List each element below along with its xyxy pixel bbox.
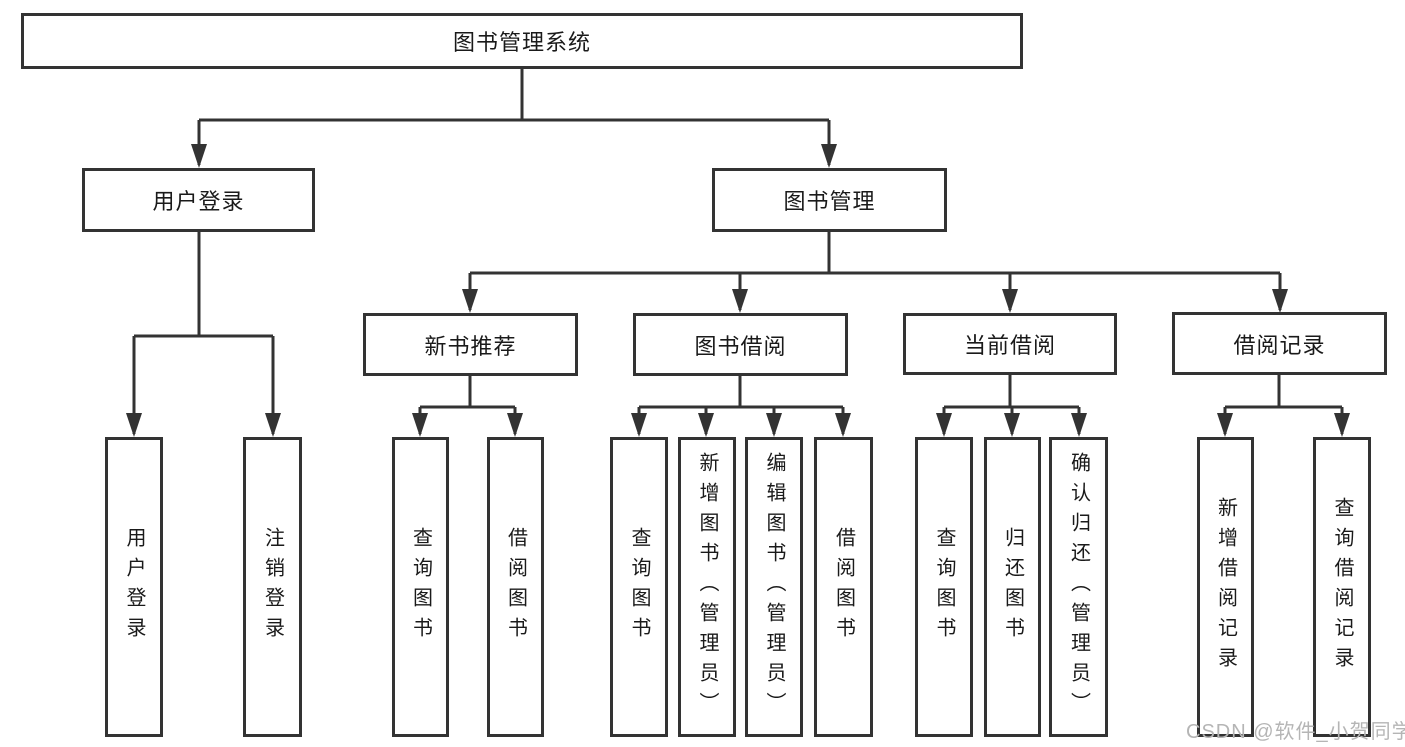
leaf-cb-query-books: 查询图书 [915, 437, 973, 737]
leaf-cb-confirm-return-admin-label: 确认归还（管理员） [1067, 452, 1090, 722]
leaf-cb-return-books-label: 归还图书 [1001, 527, 1024, 647]
leaf-br-query-borrow-record: 查询借阅记录 [1313, 437, 1371, 737]
leaf-nb-borrow-books: 借阅图书 [487, 437, 544, 737]
node-book-borrowing-label: 图书借阅 [694, 333, 787, 359]
node-new-book-recommend-label: 新书推荐 [424, 333, 517, 359]
leaf-user-login: 用户登录 [105, 437, 163, 737]
leaf-bb-query-books: 查询图书 [610, 437, 668, 737]
leaf-br-query-borrow-record-label: 查询借阅记录 [1331, 497, 1353, 677]
leaf-nb-borrow-books-label: 借阅图书 [504, 527, 527, 647]
node-root-label: 图书管理系统 [452, 30, 591, 55]
node-book-management-label: 图书管理 [783, 189, 876, 214]
leaf-nb-query-books-label: 查询图书 [409, 527, 432, 647]
leaf-bb-query-books-label: 查询图书 [628, 527, 650, 647]
node-root-system: 图书管理系统 [21, 13, 1023, 69]
leaf-user-login-label: 用户登录 [123, 527, 145, 647]
leaf-bb-borrow-books: 借阅图书 [814, 437, 873, 737]
node-user-login: 用户登录 [82, 168, 315, 232]
leaf-cb-return-books: 归还图书 [984, 437, 1041, 737]
node-book-borrowing: 图书借阅 [633, 313, 848, 376]
watermark: CSDN @软件_小贺同学 [1186, 721, 1405, 743]
node-borrow-records: 借阅记录 [1172, 312, 1387, 375]
node-current-borrowing: 当前借阅 [903, 313, 1117, 375]
leaf-nb-query-books: 查询图书 [392, 437, 449, 737]
leaf-bb-edit-books-admin-label: 编辑图书（管理员） [763, 452, 785, 722]
leaf-br-add-borrow-record-label: 新增借阅记录 [1214, 497, 1237, 677]
arrowheads [126, 144, 1350, 437]
leaf-bb-add-books-admin: 新增图书（管理员） [678, 437, 736, 737]
leaf-logout: 注销登录 [243, 437, 302, 737]
leaf-bb-edit-books-admin: 编辑图书（管理员） [745, 437, 803, 737]
node-current-borrowing-label: 当前借阅 [963, 333, 1056, 358]
leaf-cb-query-books-label: 查询图书 [933, 527, 955, 647]
node-user-login-label: 用户登录 [152, 189, 245, 214]
node-new-book-recommend: 新书推荐 [363, 313, 578, 376]
node-borrow-records-label: 借阅记录 [1233, 332, 1326, 358]
leaf-bb-borrow-books-label: 借阅图书 [832, 527, 855, 647]
leaf-logout-label: 注销登录 [261, 527, 284, 647]
leaf-br-add-borrow-record: 新增借阅记录 [1197, 437, 1254, 737]
leaf-bb-add-books-admin-label: 新增图书（管理员） [696, 452, 718, 722]
node-book-management: 图书管理 [712, 168, 947, 232]
leaf-cb-confirm-return-admin: 确认归还（管理员） [1049, 437, 1108, 737]
